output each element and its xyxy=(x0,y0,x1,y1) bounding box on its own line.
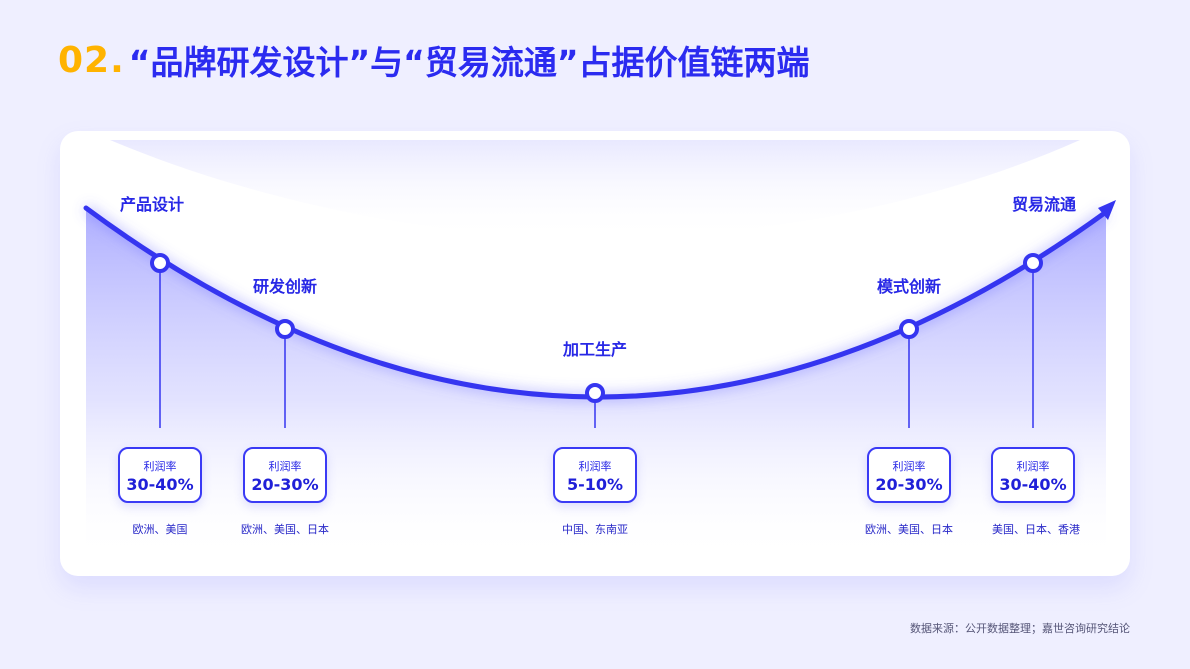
profit-value: 5-10% xyxy=(566,475,624,494)
profit-label: 利润率 xyxy=(578,460,612,473)
top-glow xyxy=(110,140,1080,240)
arrow-head-icon xyxy=(1098,200,1116,220)
regions-manufacturing: 中国、东南亚 xyxy=(562,523,628,536)
profit-value: 30-40% xyxy=(999,475,1067,494)
profit-box-manufacturing: 利润率 5-10% xyxy=(553,447,637,503)
stage-label-business-model-innovation: 模式创新 xyxy=(876,277,942,296)
profit-label: 利润率 xyxy=(1016,460,1050,473)
profit-label: 利润率 xyxy=(268,460,302,473)
profit-value: 20-30% xyxy=(251,475,319,494)
node-business-model-innovation xyxy=(899,319,919,339)
stage-label-trade-circulation: 贸易流通 xyxy=(1011,195,1076,214)
node-rd-innovation xyxy=(275,319,295,339)
node-trade-circulation xyxy=(1023,253,1043,273)
regions-rd-innovation: 欧洲、美国、日本 xyxy=(241,523,329,536)
regions-business-model-innovation: 欧洲、美国、日本 xyxy=(865,523,953,536)
curve-area-fill xyxy=(86,208,1106,560)
stage-label-rd-innovation: 研发创新 xyxy=(252,277,318,296)
profit-box-rd-innovation: 利润率 20-30% xyxy=(243,447,327,503)
title-text: “品牌研发设计”与“贸易流通”占据价值链两端 xyxy=(128,43,810,82)
node-product-design xyxy=(150,253,170,273)
node-manufacturing xyxy=(585,383,605,403)
profit-label: 利润率 xyxy=(143,460,177,473)
profit-box-business-model-innovation: 利润率 20-30% xyxy=(867,447,951,503)
profit-value: 20-30% xyxy=(875,475,943,494)
profit-box-product-design: 利润率 30-40% xyxy=(118,447,202,503)
regions-trade-circulation: 美国、日本、香港 xyxy=(992,523,1080,536)
title-number: 02. xyxy=(58,39,125,81)
page-title: 02. “品牌研发设计”与“贸易流通”占据价值链两端 xyxy=(58,34,810,86)
profit-label: 利润率 xyxy=(892,460,926,473)
data-source-note: 数据来源：公开数据整理；嘉世咨询研究结论 xyxy=(910,622,1130,635)
stage-label-product-design: 产品设计 xyxy=(120,195,185,214)
stage-label-manufacturing: 加工生产 xyxy=(562,340,628,359)
regions-product-design: 欧洲、美国 xyxy=(132,523,188,536)
profit-box-trade-circulation: 利润率 30-40% xyxy=(991,447,1075,503)
profit-value: 30-40% xyxy=(126,475,194,494)
